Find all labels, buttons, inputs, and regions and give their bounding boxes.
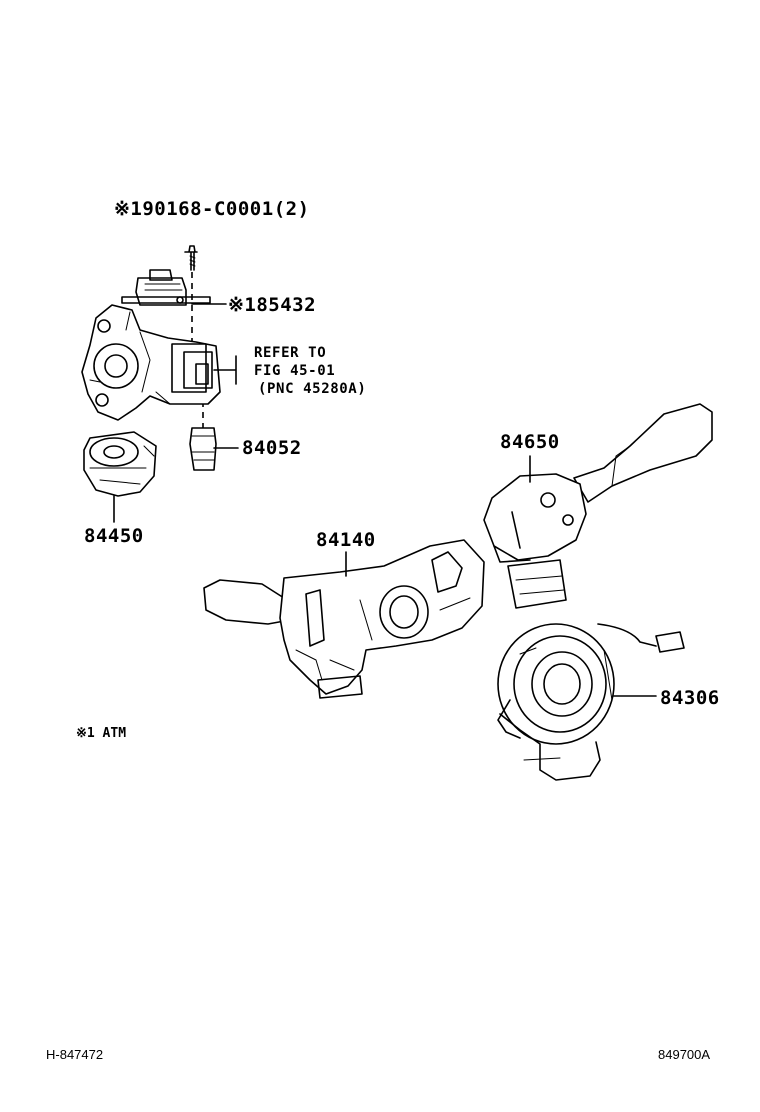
transponder-callout: ※185432 [228, 294, 317, 316]
atm-note: ※1 ATM [76, 726, 127, 741]
ignition-switch-part [83, 431, 157, 497]
spiral-cable-callout: 84306 [660, 687, 720, 709]
leader-lines [113, 303, 657, 697]
screw-callout: ※190168-C0001(2) [114, 198, 310, 220]
refer-callout-line3: (PNC 45280A) [258, 381, 367, 397]
unlock-warning-switch-part [189, 427, 217, 471]
refer-callout-line1: REFER TO [254, 345, 327, 361]
turn-signal-switch-part [203, 539, 485, 699]
drawing-number-left: H-847472 [46, 1047, 104, 1062]
unlock-switch-callout: 84052 [242, 437, 302, 459]
refer-callout-line2: FIG 45-01 [254, 363, 336, 379]
wiper-switch-part [483, 403, 713, 609]
turn-signal-switch-callout: 84140 [316, 529, 376, 551]
spiral-cable-part [497, 623, 685, 781]
screw-part [184, 245, 198, 271]
wiper-switch-callout: 84650 [500, 431, 560, 453]
steering-lock-housing [81, 304, 221, 421]
drawing-number-right: 849700A [658, 1047, 711, 1062]
ignition-switch-callout: 84450 [84, 525, 144, 547]
transponder-amplifier-part [121, 269, 211, 306]
